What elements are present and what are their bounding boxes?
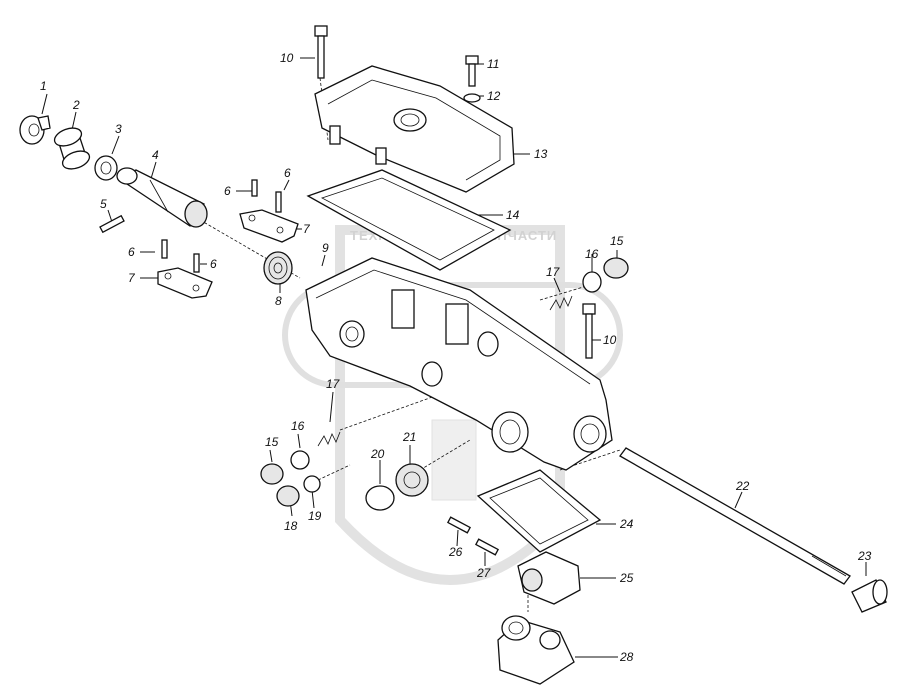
part-18-plug-icon [276,485,300,507]
callout-17b: 17 [326,377,341,391]
callout-10b: 10 [603,333,617,347]
callout-2: 2 [72,98,80,112]
callout-25: 25 [619,571,634,585]
part-5-key-icon [99,214,125,234]
part-28-bracket-icon [497,615,575,685]
callout-15b: 15 [265,435,279,449]
callout-26: 26 [448,545,463,559]
callout-10a: 10 [280,51,294,65]
part-23-bushing-icon [851,579,888,613]
parts [19,25,888,685]
callout-3: 3 [115,122,122,136]
callout-6d: 6 [210,257,217,271]
callout-7b: 7 [128,271,136,285]
callout-11: 11 [487,57,499,71]
part-25-fork-icon [517,551,581,605]
part-14-gasket-icon [306,169,512,271]
part-22-shaft-icon [619,447,851,585]
part-16-washer-icon [290,271,602,470]
callout-12: 12 [487,89,501,103]
part-9-housing-icon [305,257,613,471]
part-26-pin-icon [447,516,471,534]
callout-6a: 6 [224,184,231,198]
callout-6c: 6 [128,245,135,259]
callout-28: 28 [619,650,634,664]
part-4-shaft-icon [116,167,208,228]
callout-7a: 7 [303,222,311,236]
part-21-gear-icon [395,463,429,497]
part-15-plug-icon [260,257,629,485]
part-8-gear-icon [263,251,293,285]
callout-8: 8 [275,294,282,308]
callout-22: 22 [735,479,750,493]
part-24-gasket-icon [476,469,602,553]
part-6-pins-icon [161,179,282,273]
callout-18: 18 [284,519,298,533]
callout-15a: 15 [610,234,624,248]
callout-17a: 17 [546,265,561,279]
part-11-bolt-icon [465,55,479,87]
callout-6b: 6 [284,166,291,180]
part-12-washer-icon [463,93,481,103]
callout-4: 4 [152,148,159,162]
part-3-ring-icon [94,155,118,181]
part-10-bolt-top-icon [314,25,328,79]
callout-9: 9 [322,241,329,255]
callout-16b: 16 [291,419,305,433]
part-7-lever-icon [157,209,299,299]
part-27-pin-icon [475,538,499,556]
part-10-bolt-right-icon [582,303,596,359]
callout-24: 24 [619,517,634,531]
callout-16a: 16 [585,247,599,261]
part-20-snap-ring-icon [365,485,395,511]
part-13-cover-icon [314,65,515,193]
part-19-washer-icon [303,475,321,493]
part-1-washer-icon [19,115,51,145]
callout-23: 23 [857,549,872,563]
callout-19: 19 [308,509,322,523]
callout-13: 13 [534,147,548,161]
callout-20: 20 [370,447,385,461]
callouts: 1 2 3 4 5 6 6 6 6 7 7 8 9 10 10 11 12 13… [40,51,872,664]
watermark-tower-icon [431,419,477,501]
callout-5: 5 [100,197,107,211]
callout-1: 1 [40,79,47,93]
part-17-spring-icon [317,295,573,447]
callout-14: 14 [506,208,520,222]
callout-27: 27 [476,566,492,580]
callout-21: 21 [402,430,416,444]
part-2-bushing-icon [53,127,91,170]
